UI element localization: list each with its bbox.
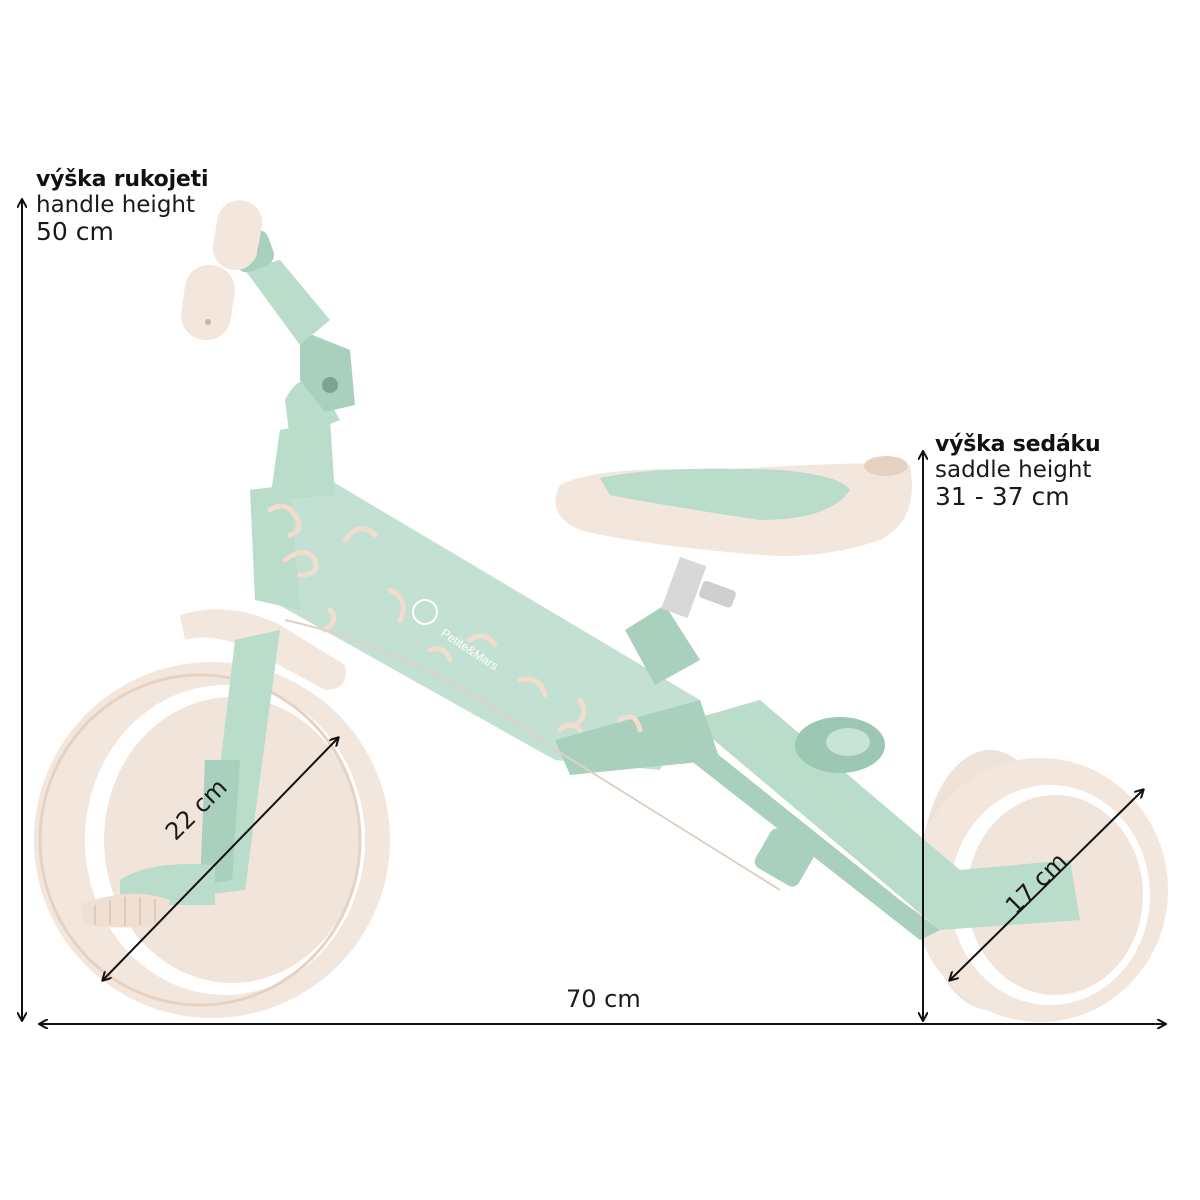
rear-wheel-arrow	[950, 790, 1143, 980]
handle-height-subtitle: handle height	[36, 191, 196, 218]
length-value: 70 cm	[566, 985, 641, 1013]
saddle-height-subtitle: saddle height	[935, 456, 1092, 483]
handle-height-value: 50 cm	[36, 217, 114, 247]
handle-height-title: výška rukojeti	[36, 167, 209, 192]
saddle-height-value: 31 - 37 cm	[935, 482, 1070, 512]
front-wheel-arrow	[103, 738, 338, 980]
saddle-height-title: výška sedáku	[935, 432, 1101, 457]
seat	[555, 456, 912, 685]
handle-grips	[181, 200, 263, 341]
dimension-arrows	[22, 200, 1165, 1024]
frame: Petite&Mars	[250, 480, 720, 775]
brake-cable	[284, 619, 781, 891]
saddle-height-label: výška sedáku saddle height 31 - 37 cm	[935, 432, 1101, 512]
handle-height-label: výška rukojeti handle height 50 cm	[36, 167, 209, 247]
